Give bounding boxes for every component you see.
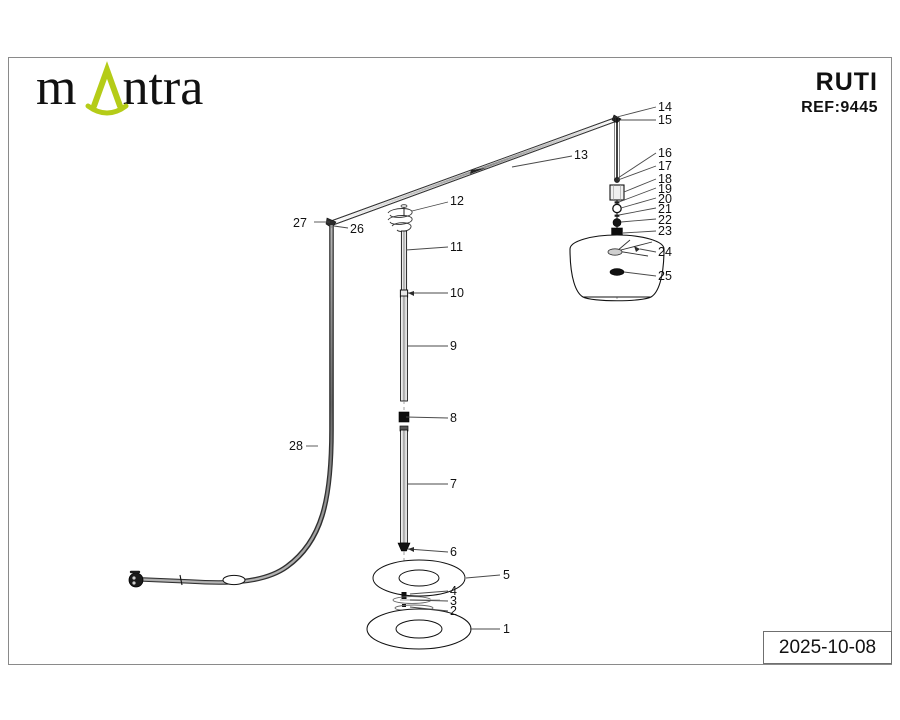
callout-26: 26	[350, 222, 364, 236]
callout-28: 28	[289, 439, 303, 453]
pole-head-assembly	[387, 204, 413, 232]
callout-17: 17	[658, 159, 672, 173]
callout-10: 10	[450, 286, 464, 300]
lamp-shade-cone	[569, 234, 665, 302]
brand-logo-text-before: m	[36, 59, 77, 116]
product-title-block: RUTI REF:9445	[801, 68, 878, 118]
power-plug-icon	[128, 570, 144, 588]
brand-logo-text-after: ntra	[122, 59, 204, 116]
product-reference: REF:9445	[801, 99, 878, 116]
callout-12: 12	[450, 194, 464, 208]
callout-11: 11	[450, 240, 463, 254]
callout-19: 19	[658, 182, 672, 196]
callout-13: 13	[574, 148, 588, 162]
callout-27: 27	[293, 216, 307, 230]
callout-20: 20	[658, 192, 672, 206]
callout-14: 14	[658, 100, 672, 114]
callout-8: 8	[450, 411, 457, 425]
callout-23: 23	[658, 224, 672, 238]
callout-16: 16	[658, 146, 672, 160]
callout-leader-lines	[306, 106, 657, 630]
callout-15: 15	[658, 113, 672, 127]
diagonal-arm	[325, 114, 622, 229]
pole-assembly	[397, 230, 411, 600]
callout-5: 5	[503, 568, 510, 582]
power-cable	[128, 225, 334, 588]
callout-21: 21	[658, 202, 672, 216]
date-box: 2025-10-08	[763, 631, 892, 664]
base-assembly	[366, 559, 472, 650]
callout-9: 9	[450, 339, 457, 353]
callout-18: 18	[658, 172, 672, 186]
page-title: RUTI	[815, 68, 878, 96]
callout-24: 24	[658, 245, 672, 259]
callout-7: 7	[450, 477, 457, 491]
callout-22: 22	[658, 213, 672, 227]
callout-3: 3	[450, 594, 457, 608]
callout-2: 2	[450, 604, 457, 618]
lambda-smile-icon	[85, 61, 129, 116]
date-text: 2025-10-08	[778, 636, 877, 658]
callout-6: 6	[450, 545, 457, 559]
callout-1: 1	[503, 622, 510, 636]
callout-4: 4	[450, 584, 457, 598]
callout-25: 25	[658, 269, 672, 283]
drawing-frame-border	[8, 57, 892, 665]
